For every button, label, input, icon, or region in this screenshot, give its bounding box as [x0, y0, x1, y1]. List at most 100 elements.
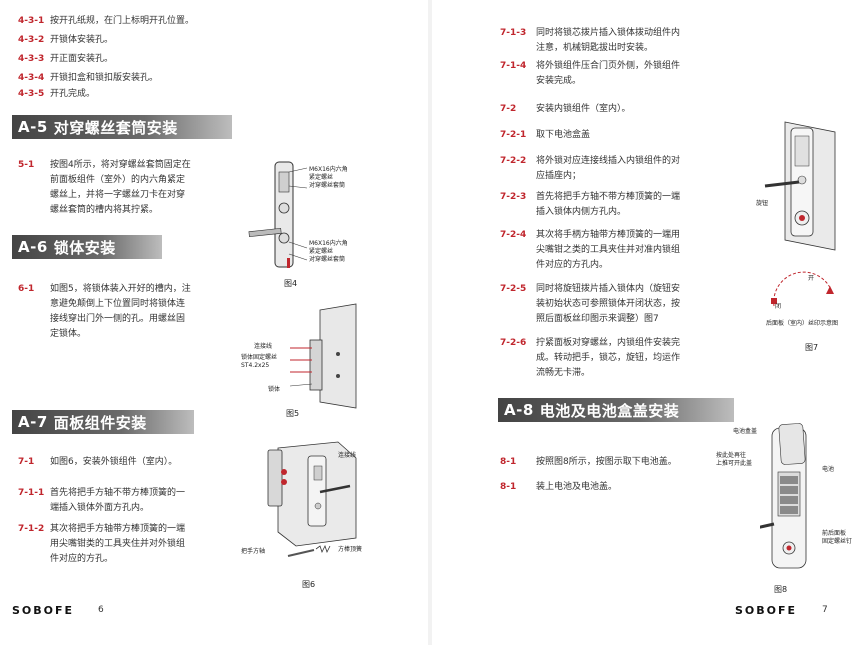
step-4-3-1: 4-3-1 按开孔纸规，在门上标明开孔位置。 [18, 14, 418, 29]
step-text: 按开孔纸规，在门上标明开孔位置。 [50, 16, 195, 26]
section-title: 电池及电池盒盖安装 [539, 401, 680, 420]
fig-label-line: M6X16内六角 [309, 240, 348, 247]
step-line: 如图5，将锁体装入开好的槽内，注 [50, 284, 191, 294]
fig5-label-body: 锁体 [268, 386, 281, 393]
step-line: 将外锁组件压合门页外侧，外锁组件 [536, 61, 681, 71]
step-4-3-2: 4-3-2 开锁体安装孔。 [18, 33, 418, 48]
step-8-1: 8-1 按照图8所示，按图示取下电池盖。 [500, 455, 720, 470]
step-4-3-4: 4-3-4 开锁扣盒和锁扣版安装孔。 [18, 71, 418, 86]
right-page: 7-1-3 同时将锁芯拨片插入锁体拨动组件内 注意，机械钥匙拔出时安装。 7-1… [430, 0, 860, 645]
figure-6-illustration [267, 441, 357, 557]
section-number: A-8 [504, 401, 534, 419]
step-7-1-4: 7-1-4 将外锁组件压合门页外侧，外锁组件 安装完成。 [500, 59, 700, 89]
figure-8-caption: 图8 [774, 585, 788, 594]
fig-label-line: 对穿螺丝套筒 [309, 256, 346, 263]
step-line: 接线穿出门外一侧的孔。用螺丝固 [50, 314, 186, 324]
step-line: 取下电池盒盖 [536, 130, 591, 140]
section-title: 锁体安装 [53, 238, 116, 257]
figure-6-caption: 图6 [302, 580, 316, 589]
figure-4-caption: 图4 [284, 279, 298, 288]
fig7-label-silkscreen: 后面板（室内）丝印示意图 [766, 320, 839, 327]
step-line: 应插座内； [536, 171, 582, 181]
step-number: 7-2-2 [500, 156, 527, 166]
step-number: 7-2 [500, 104, 517, 114]
figure-7-silkscreen-arc [771, 271, 834, 307]
section-number: A-7 [18, 413, 48, 431]
step-number: 6-1 [18, 284, 35, 294]
step-number: 7-2-3 [500, 192, 527, 202]
section-title: 面板组件安装 [53, 413, 147, 432]
fig-label-line: 按此处再往 [716, 452, 747, 459]
fig7-label-open: 开 [808, 275, 815, 282]
step-7-2-5: 7-2-5 同时将旋钮拨片插入锁体内（旋钮安 装初始状态可参照锁体开闭状态，按 … [500, 282, 700, 328]
section-title: 对穿螺丝套筒安装 [53, 118, 178, 137]
fig-label-line: M6X16内六角 [309, 166, 348, 173]
step-7-2-3: 7-2-3 首先将把手方轴不带方棒顶簧的一端 插入锁体内侧方孔内。 [500, 190, 700, 220]
fig-label-line: 固定螺丝钉 [822, 538, 853, 545]
fig8-label-push: 按此处再往 上推可开此盖 [716, 452, 752, 468]
step-line: 尖嘴钳之类的工具夹住并对准内锁组 [536, 245, 681, 255]
step-line: 件对应的方孔内。 [536, 260, 609, 270]
step-line: 装上电池及电池盖。 [536, 482, 618, 492]
step-line: 件对应的方孔。 [50, 554, 114, 564]
step-text: 开锁扣盒和锁扣版安装孔。 [50, 73, 159, 83]
fig-label-line: 紧定螺丝 [309, 248, 334, 255]
fig-label-line: ST4.2x25 [241, 362, 270, 369]
step-line: 装初始状态可参照锁体开闭状态，按 [536, 299, 681, 309]
section-number: A-6 [18, 238, 48, 256]
fig-label-line: 紧定螺丝 [309, 174, 334, 181]
page-number: 6 [98, 605, 104, 615]
step-line: 其次将把手方轴带方棒顶簧的一端 [50, 524, 186, 534]
step-text: 开锁体安装孔。 [50, 35, 114, 45]
step-line: 意避免颠倒上下位置同时将锁体连 [50, 299, 186, 309]
step-number: 8-1 [500, 457, 517, 467]
step-7-1: 7-1 如图6，安装外锁组件（室内）。 [18, 455, 238, 470]
step-7-1-1: 7-1-1 首先将把手方轴不带方棒顶簧的一 端插入锁体外面方孔内。 [18, 486, 238, 516]
step-line: 插入锁体内侧方孔内。 [536, 207, 627, 217]
step-line: 端插入锁体外面方孔内。 [50, 503, 150, 513]
step-6-1: 6-1 如图5，将锁体装入开好的槽内，注 意避免颠倒上下位置同时将锁体连 接线穿… [18, 282, 218, 344]
fig-label-line: 对穿螺丝套筒 [309, 182, 346, 189]
step-7-1-2: 7-1-2 其次将把手方轴带方棒顶簧的一端 用尖嘴钳类的工具夹住并对外锁组 件对… [18, 522, 238, 568]
step-line: 同时将锁芯拨片插入锁体拨动组件内 [536, 28, 681, 38]
step-number: 7-1-3 [500, 28, 527, 38]
step-4-3-5: 4-3-5 开孔完成。 [18, 87, 418, 102]
figure-5-illustration [290, 303, 357, 409]
fig6-label-spring: 方棒顶簧 [338, 546, 363, 553]
page-number: 7 [822, 605, 828, 615]
step-7-1-3: 7-1-3 同时将锁芯拨片插入锁体拨动组件内 注意，机械钥匙拔出时安装。 [500, 26, 700, 56]
step-number: 4-3-3 [18, 54, 45, 64]
step-number: 7-1 [18, 457, 35, 467]
figure-7-illustration [764, 121, 836, 251]
step-line: 注意，机械钥匙拔出时安装。 [536, 43, 654, 53]
fig6-label-shaft: 把手方轴 [241, 548, 266, 555]
step-number: 7-2-1 [500, 130, 527, 140]
brand-logo: SOBOFE [735, 604, 798, 617]
step-number: 7-2-5 [500, 284, 527, 294]
step-4-3-3: 4-3-3 开正面安装孔。 [18, 52, 418, 67]
step-line: 将外锁对应连接线插入内锁组件的对 [536, 156, 681, 166]
step-line: 安装完成。 [536, 76, 582, 86]
step-7-2-1: 7-2-1 取下电池盒盖 [500, 128, 700, 143]
step-text: 开孔完成。 [50, 89, 96, 99]
fig7-label-close: 闭 [775, 303, 782, 310]
brand-logo: SOBOFE [12, 604, 75, 617]
step-number: 7-1-4 [500, 61, 527, 71]
step-line: 同时将旋钮拨片插入锁体内（旋钮安 [536, 284, 681, 294]
fig6-label-wire: 连接线 [338, 452, 357, 459]
page-gutter [428, 0, 432, 645]
fig4-label-bottom: M6X16内六角 紧定螺丝 对穿螺丝套筒 [309, 240, 348, 264]
step-number: 4-3-2 [18, 35, 45, 45]
figure-8-illustration [760, 423, 807, 569]
section-banner-a8: A-8 电池及电池盒盖安装 [498, 398, 734, 422]
section-banner-a7: A-7 面板组件安装 [12, 410, 194, 434]
fig-label-line: 锁体固定螺丝 [241, 354, 278, 361]
step-line: 定锁体。 [50, 329, 87, 339]
figure-7-caption: 图7 [805, 343, 819, 352]
step-line: 按照图8所示，按图示取下电池盖。 [536, 457, 677, 467]
step-line: 螺丝套筒的槽内将其拧紧。 [50, 205, 159, 215]
step-number: 7-2-6 [500, 338, 527, 348]
fig8-label-cover: 电池盒盖 [733, 428, 758, 435]
step-7-2-2: 7-2-2 将外锁对应连接线插入内锁组件的对 应插座内； [500, 154, 700, 184]
step-5-1: 5-1 按图4所示，将对穿螺丝套筒固定在 前面板组件（室外）的内六角紧定 螺丝上… [18, 158, 218, 220]
